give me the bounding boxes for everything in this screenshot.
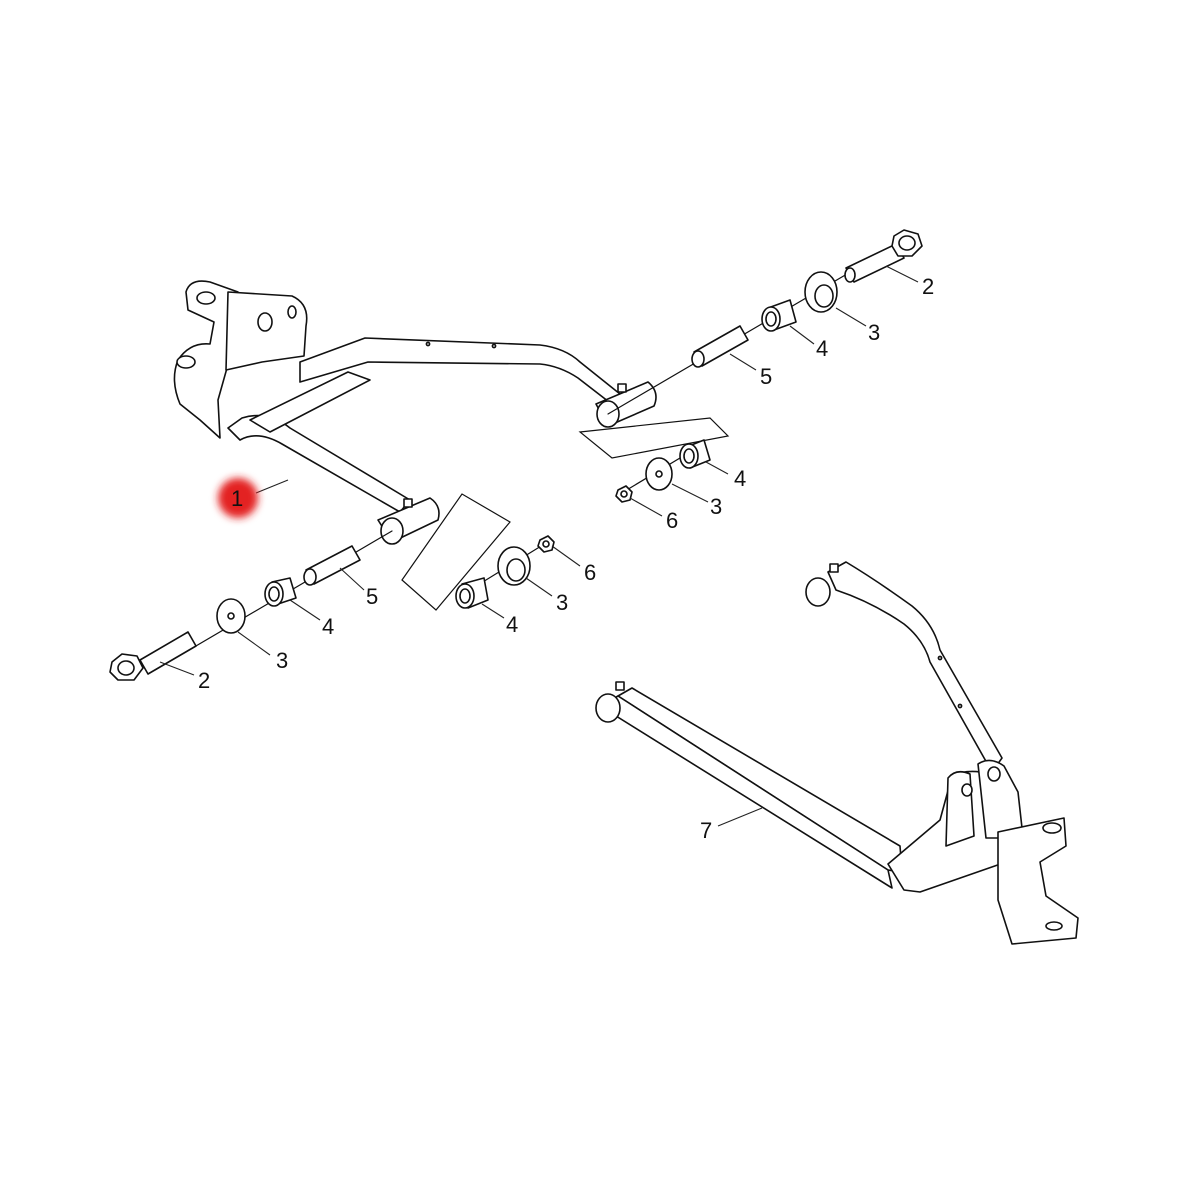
nut-front [537, 535, 555, 553]
assembly-frame-rear [578, 417, 730, 459]
callout-4-front: 4 [322, 614, 334, 639]
bushing-rear-2 [679, 439, 711, 469]
bushing-front [264, 577, 297, 607]
nut-rear [615, 485, 633, 503]
callout-5-rear: 5 [760, 364, 772, 389]
bushing-rear [761, 299, 797, 332]
spacer-sleeve-rear [691, 325, 749, 368]
callout-2-front: 2 [198, 668, 210, 693]
bushing-front-2 [455, 577, 489, 609]
callouts: 1 2 3 4 5 4 3 6 2 3 4 5 4 3 6 7 [198, 274, 934, 843]
cup-washer-rear [804, 271, 838, 313]
callout-2-rear: 2 [922, 274, 934, 299]
callout-3-rear-2: 3 [710, 494, 722, 519]
callout-5-front: 5 [366, 584, 378, 609]
spacer-sleeve-front [303, 545, 361, 586]
flange-bolt-rear [844, 229, 923, 283]
cup-washer-front-2 [497, 546, 531, 586]
callout-6-rear: 6 [666, 508, 678, 533]
callout-highlight [218, 478, 258, 518]
callout-3-front-2: 3 [556, 590, 568, 615]
lower-a-arm-part-7 [595, 561, 1079, 945]
callout-4-front-2: 4 [506, 612, 518, 637]
assembly-frame-front [401, 493, 511, 611]
flange-bolt-front [109, 631, 197, 681]
callout-1: 1 [231, 486, 243, 511]
callout-6-front: 6 [584, 560, 596, 585]
callout-7: 7 [700, 818, 712, 843]
leader-lines [159, 265, 919, 827]
callout-3-rear: 3 [868, 320, 880, 345]
callout-3-front: 3 [276, 648, 288, 673]
callout-4-rear-2: 4 [734, 466, 746, 491]
callout-4-rear: 4 [816, 336, 828, 361]
